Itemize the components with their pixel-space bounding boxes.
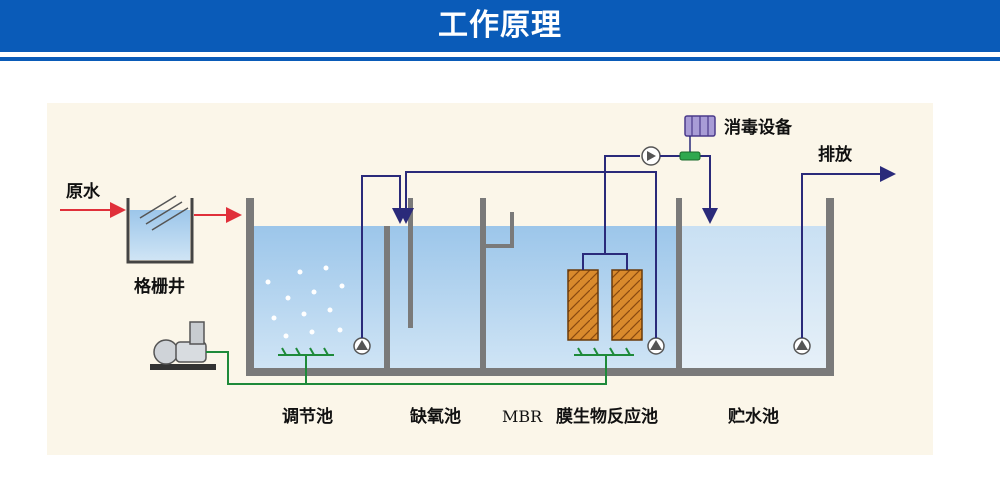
suction-pump-icon	[641, 146, 661, 166]
air-pipe	[206, 351, 607, 385]
screen-well	[126, 195, 194, 264]
overflow-pipe	[486, 212, 514, 248]
disinfection-device-icon	[679, 115, 716, 161]
discharge-pipe	[801, 166, 896, 338]
header-banner	[0, 0, 1000, 52]
treated-pipe	[660, 155, 718, 224]
label-discharge: 排放	[818, 144, 853, 165]
recycle-pipe	[361, 175, 408, 338]
label-mbr-prefix: MBR	[502, 407, 543, 426]
diffusers	[278, 347, 634, 356]
anoxic-water	[390, 226, 480, 368]
blower-icon	[150, 321, 216, 370]
header-stripe	[0, 57, 1000, 61]
return-pipe	[398, 171, 657, 338]
aeration-bubbles	[265, 265, 345, 339]
permeate-pipe	[582, 155, 640, 270]
membrane-modules	[567, 269, 643, 341]
label-screen-well: 格栅井	[134, 276, 185, 297]
tank-walls	[246, 198, 834, 376]
label-raw-water: 原水	[66, 181, 101, 202]
label-disinfection: 消毒设备	[724, 117, 793, 138]
label-storage: 贮水池	[727, 406, 779, 427]
label-anoxic: 缺氧池	[410, 406, 461, 427]
page-title: 工作原理	[438, 8, 562, 43]
label-mbr-tank: 膜生物反应池	[556, 406, 658, 427]
label-equalization: 调节池	[282, 406, 333, 427]
